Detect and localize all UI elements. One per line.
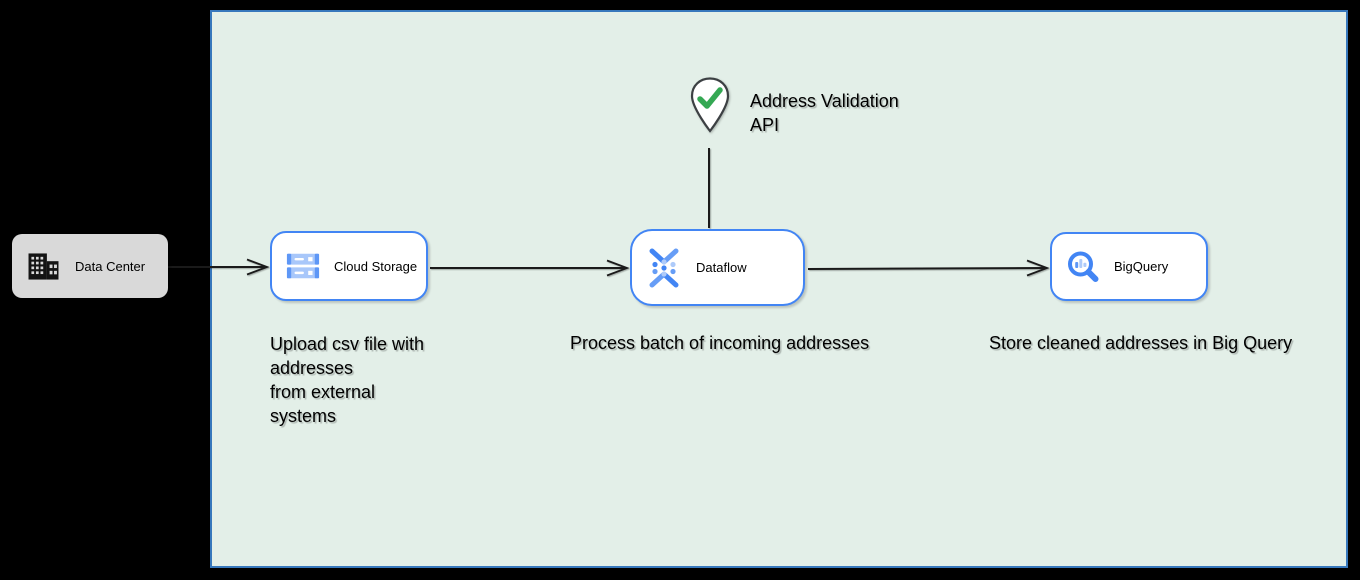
dataflow-label: Dataflow (696, 260, 747, 275)
node-bigquery[interactable]: BigQuery (1050, 232, 1208, 301)
cloud-storage-caption: Upload csv file with addresses from exte… (270, 334, 425, 426)
node-dataflow[interactable]: Dataflow (630, 229, 805, 306)
building-icon (28, 252, 59, 280)
data-center-label: Data Center (75, 258, 146, 274)
address-validation-api-label: Address Validation API (750, 91, 899, 135)
bigquery-caption: Store cleaned addresses in Big Query (989, 333, 1293, 353)
cloud-storage-icon (286, 253, 320, 279)
bigquery-search-icon (1068, 251, 1099, 282)
dataflow-caption: Process batch of incoming addresses (570, 333, 870, 353)
dataflow-icon (649, 248, 679, 287)
node-cloud-storage[interactable]: Cloud Storage (270, 231, 428, 301)
bigquery-label: BigQuery (1114, 259, 1169, 274)
cloud-storage-label: Cloud Storage (334, 258, 418, 274)
node-data-center[interactable]: Data Center (12, 234, 168, 298)
map-pin-check-icon (690, 77, 730, 133)
